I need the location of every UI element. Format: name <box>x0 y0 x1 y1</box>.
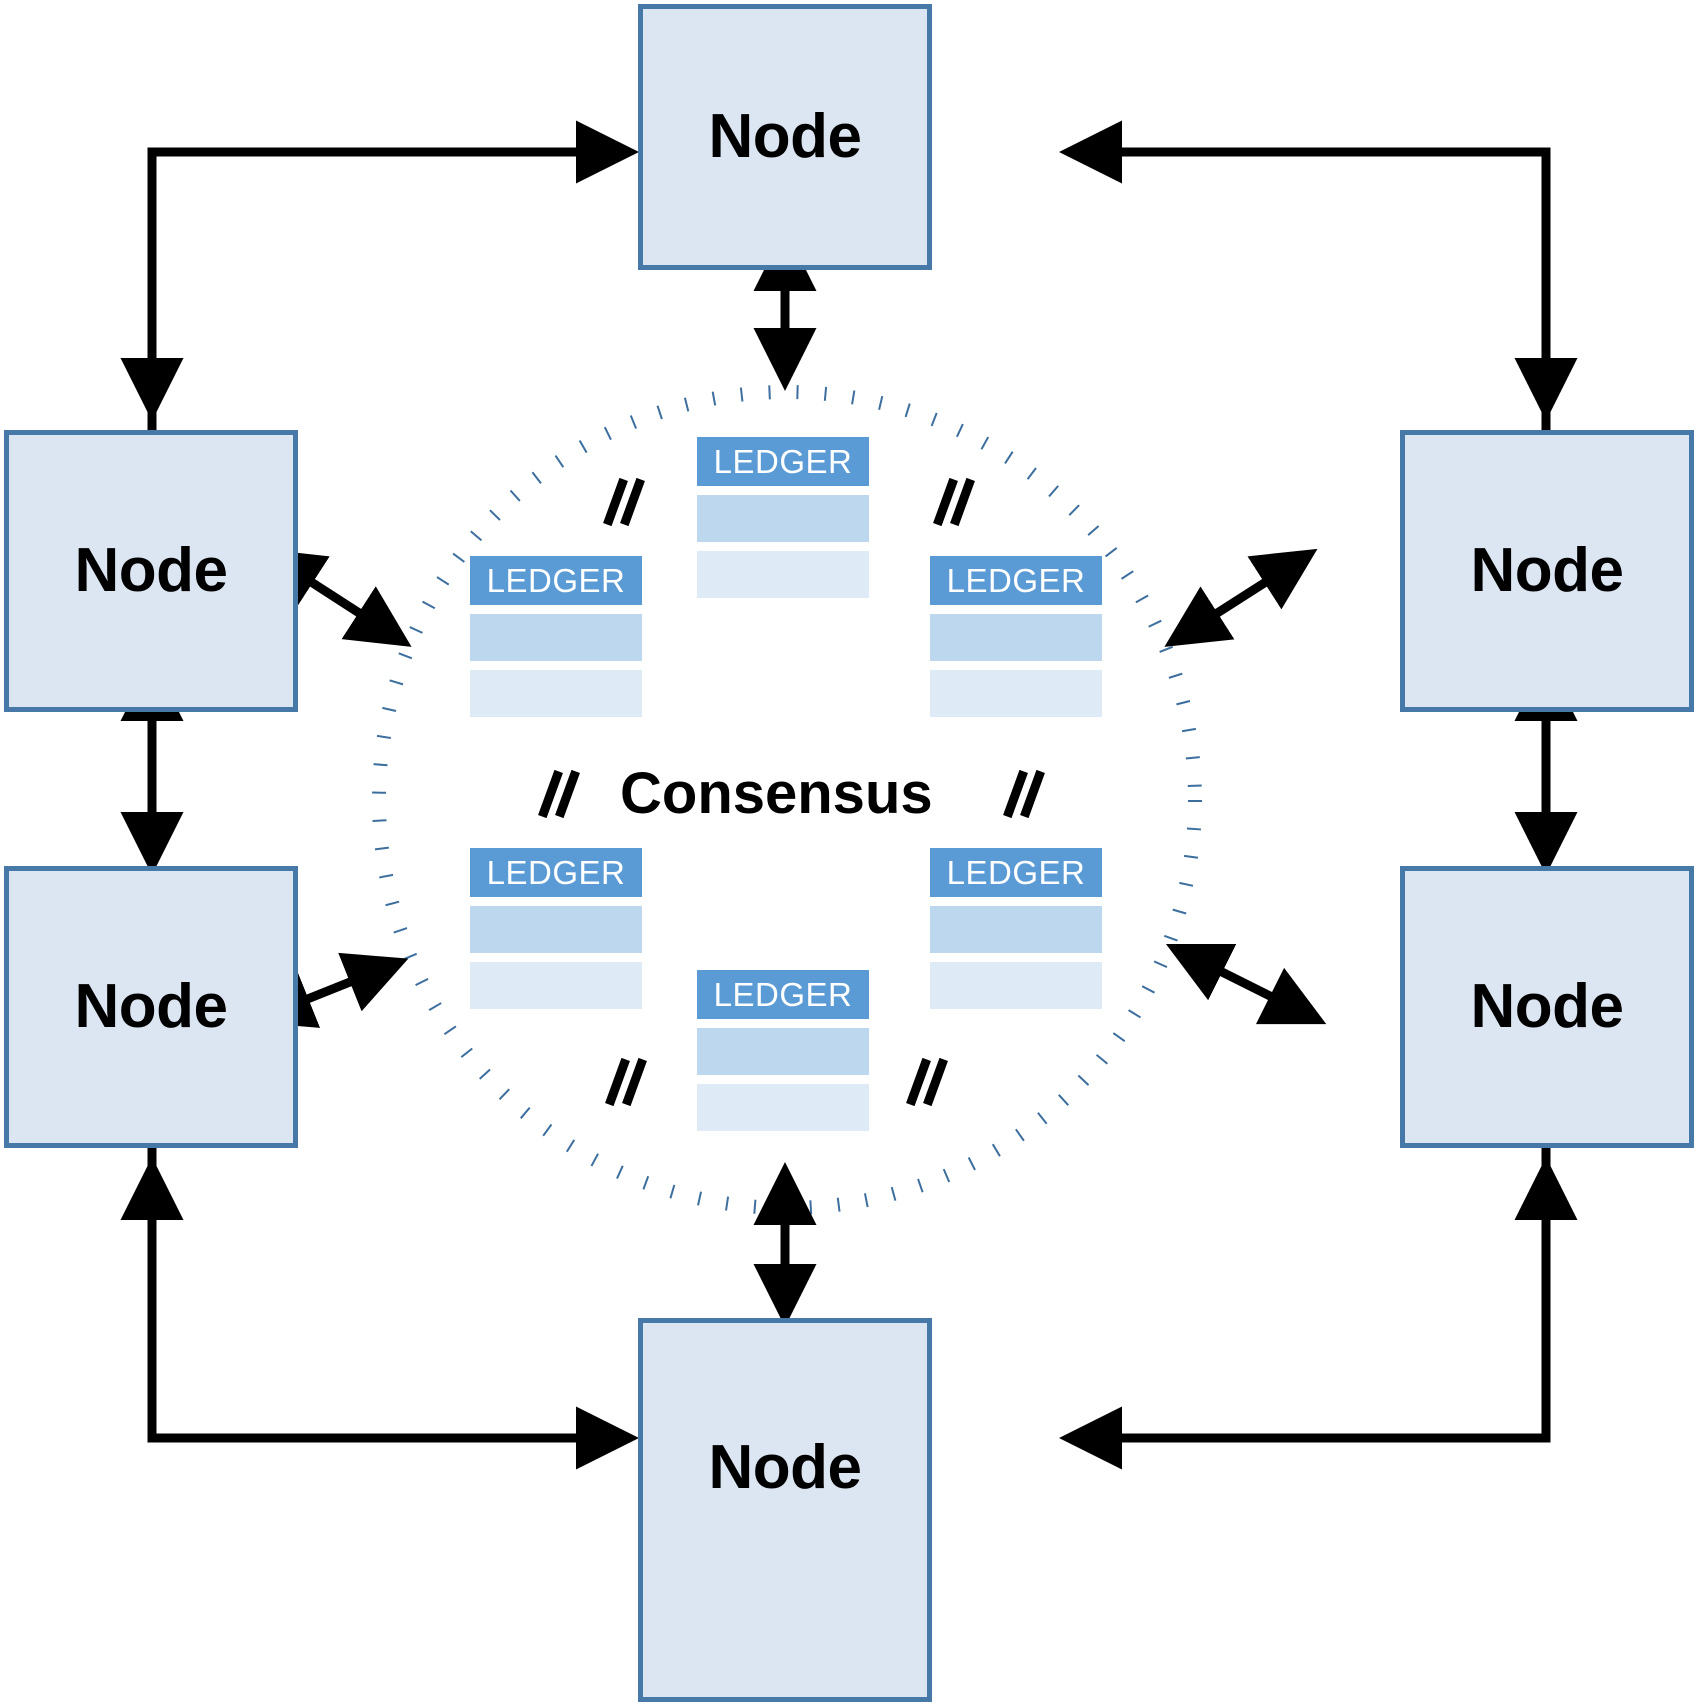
ledger-top-row-2 <box>697 551 869 598</box>
ledger-upper-left-row-1 <box>470 614 642 661</box>
equals-mark-mid-right <box>1003 769 1045 819</box>
consensus-label: Consensus <box>620 761 933 826</box>
ledger-bottom-header: LEDGER <box>697 970 869 1019</box>
ledger-bottom[interactable]: LEDGER <box>697 970 869 1131</box>
ledger-top-row-1 <box>697 495 869 542</box>
node-top-label: Node <box>708 102 863 171</box>
ledger-lower-left-row-2 <box>470 962 642 1009</box>
ledger-lower-right-row-1 <box>930 906 1102 953</box>
ledger-upper-right-row-2 <box>930 670 1102 717</box>
equals-mark-mid-left <box>538 769 580 819</box>
equals-mark-lower-left <box>605 1057 647 1107</box>
node-bottom[interactable]: Node <box>638 1318 932 1702</box>
node-left-lower-label: Node <box>74 972 229 1041</box>
connector-leftlower-to-bottom <box>120 1148 639 1470</box>
ledger-lower-left-row-1 <box>470 906 642 953</box>
ledger-upper-left-row-2 <box>470 670 642 717</box>
ledger-lower-right-header: LEDGER <box>930 848 1102 897</box>
ledger-upper-left-header: LEDGER <box>470 556 642 605</box>
equals-mark-upper-right <box>933 477 975 527</box>
equals-mark-upper-left <box>603 477 645 527</box>
ledger-lower-left-header: LEDGER <box>470 848 642 897</box>
ledger-top-header: LEDGER <box>697 437 869 486</box>
node-bottom-label: Node <box>708 1433 863 1502</box>
ledger-upper-right[interactable]: LEDGER <box>930 556 1102 717</box>
ledger-upper-right-row-1 <box>930 614 1102 661</box>
connector-leftlower-consensus <box>249 952 409 1028</box>
connector-rightlower-to-bottom <box>1059 1148 1578 1470</box>
connector-rightlower-consensus <box>1165 943 1327 1025</box>
node-right-lower-label: Node <box>1470 972 1625 1041</box>
node-top[interactable]: Node <box>638 4 932 270</box>
node-right-upper-label: Node <box>1470 536 1625 605</box>
connector-rightupper-to-top <box>1059 120 1578 430</box>
ledger-top[interactable]: LEDGER <box>697 437 869 598</box>
node-left-lower[interactable]: Node <box>4 866 298 1148</box>
ledger-lower-right[interactable]: LEDGER <box>930 848 1102 1009</box>
node-right-upper[interactable]: Node <box>1400 430 1694 712</box>
ledger-lower-left[interactable]: LEDGER <box>470 848 642 1009</box>
ledger-upper-left[interactable]: LEDGER <box>470 556 642 717</box>
node-left-upper-label: Node <box>74 536 229 605</box>
consensus-circle <box>372 385 1202 1215</box>
ledger-upper-right-header: LEDGER <box>930 556 1102 605</box>
node-left-upper[interactable]: Node <box>4 430 298 712</box>
ledger-bottom-row-2 <box>697 1084 869 1131</box>
connector-leftupper-to-top <box>120 120 639 430</box>
connector-rightupper-consensus <box>1164 548 1318 647</box>
ledger-bottom-row-1 <box>697 1028 869 1075</box>
node-right-lower[interactable]: Node <box>1400 866 1694 1148</box>
equals-mark-lower-right <box>906 1057 948 1107</box>
connector-leftupper-consensus <box>259 548 412 647</box>
ledger-lower-right-row-2 <box>930 962 1102 1009</box>
